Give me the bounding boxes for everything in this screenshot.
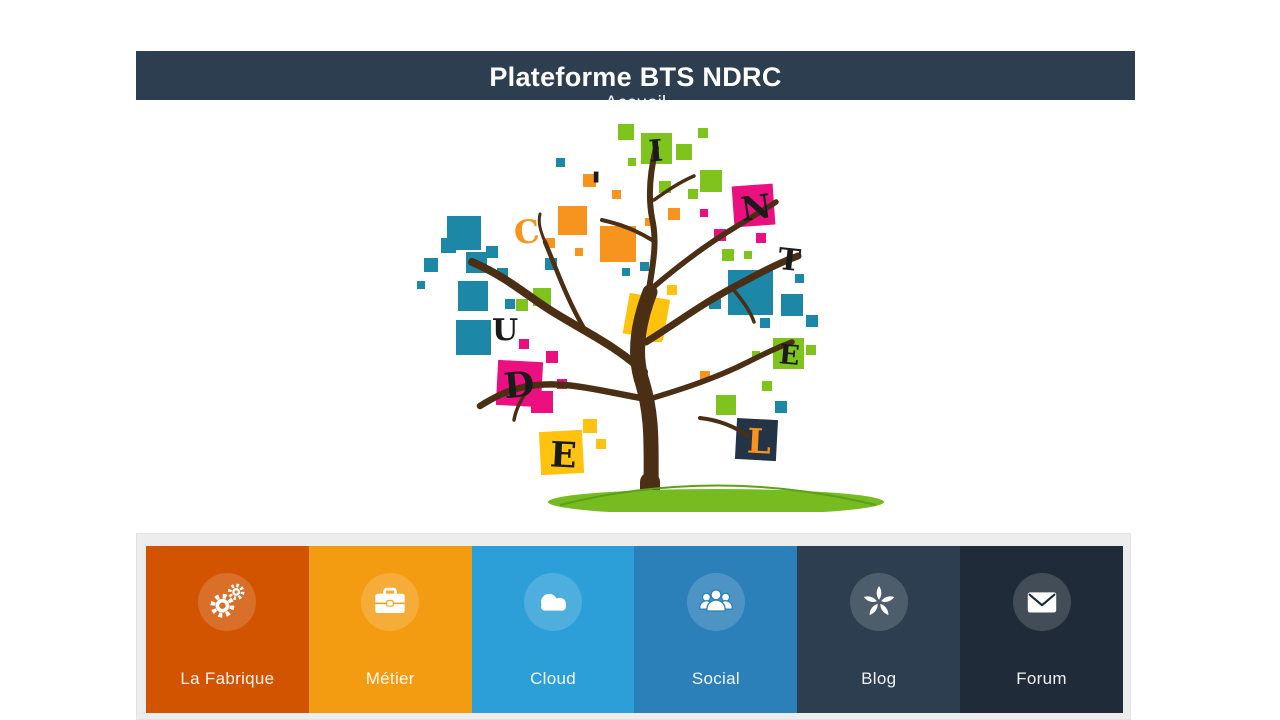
- nav-tile-blog[interactable]: Blog: [797, 546, 961, 713]
- cloud-icon: [541, 593, 566, 611]
- icon-circle: [198, 573, 257, 631]
- icon-circle: [686, 573, 745, 631]
- bottom-nav: La Fabrique Métier: [146, 546, 1123, 713]
- nav-tile-label: Blog: [861, 669, 897, 688]
- nav-tile-metier[interactable]: Métier: [308, 546, 472, 713]
- tree-letter: C: [512, 211, 542, 253]
- tree-letter: L: [745, 421, 772, 463]
- people-icon: [698, 589, 733, 612]
- header-bar: Plateforme BTS NDRC Accueil: [136, 51, 1135, 100]
- nav-tile-la-fabrique[interactable]: La Fabrique: [146, 546, 309, 713]
- tree-letter: U: [492, 313, 519, 348]
- envelope-icon: [1027, 592, 1056, 613]
- tree-letter: E: [777, 339, 801, 372]
- tree-letter: ': [590, 164, 603, 211]
- tree-letter: I: [647, 133, 665, 170]
- icon-circle: [1012, 573, 1071, 631]
- tree-letter: E: [548, 434, 578, 477]
- nav-tile-social[interactable]: Social: [634, 546, 798, 713]
- bottom-nav-frame: La Fabrique Métier: [136, 533, 1131, 720]
- tree-graphic: [417, 124, 884, 512]
- page-title: Plateforme BTS NDRC: [489, 62, 782, 92]
- nav-tile-forum[interactable]: Forum: [960, 546, 1123, 713]
- header-subtitle-clipped: Accueil: [136, 93, 1135, 100]
- nav-tile-label: Social: [691, 669, 740, 688]
- tree-letter: D: [502, 363, 537, 408]
- tree-branches: [468, 145, 802, 512]
- tree-grass: [548, 484, 884, 512]
- tree-letter: N: [738, 186, 774, 229]
- nav-tile-label: Cloud: [530, 669, 577, 688]
- nav-tile-cloud[interactable]: Cloud: [471, 546, 635, 713]
- briefcase-icon: [375, 587, 405, 613]
- asterisk-icon: [863, 585, 894, 615]
- nav-tile-label: La Fabrique: [180, 669, 275, 688]
- nav-tile-label: Forum: [1016, 669, 1067, 688]
- icon-circle: [361, 573, 420, 631]
- gears-icon: [210, 583, 245, 618]
- icon-circle: [849, 573, 908, 631]
- nav-tile-label: Métier: [365, 669, 415, 688]
- icon-circle: [524, 573, 583, 631]
- tree-letter: T: [776, 241, 803, 280]
